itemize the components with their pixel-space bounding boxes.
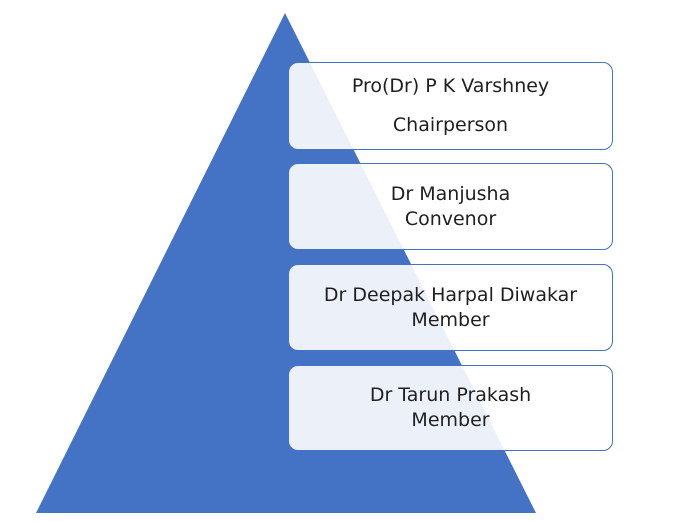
level-role: Member [411, 409, 490, 431]
level-box-chairperson: Pro(Dr) P K Varshney Chairperson [288, 62, 613, 150]
level-name: Dr Tarun Prakash [369, 384, 532, 406]
level-box-member-2: Dr Tarun Prakash Member [288, 365, 613, 451]
level-box-convenor: Dr Manjusha Convenor [288, 163, 613, 250]
level-name: Dr Deepak Harpal Diwakar [323, 283, 578, 306]
level-role: Convenor [404, 207, 497, 230]
level-name: Pro(Dr) P K Varshney [351, 75, 550, 97]
level-name: Dr Manjusha [390, 182, 511, 205]
level-role: Chairperson [392, 114, 509, 136]
level-box-member-1: Dr Deepak Harpal Diwakar Member [288, 264, 613, 351]
level-role: Member [411, 308, 490, 331]
